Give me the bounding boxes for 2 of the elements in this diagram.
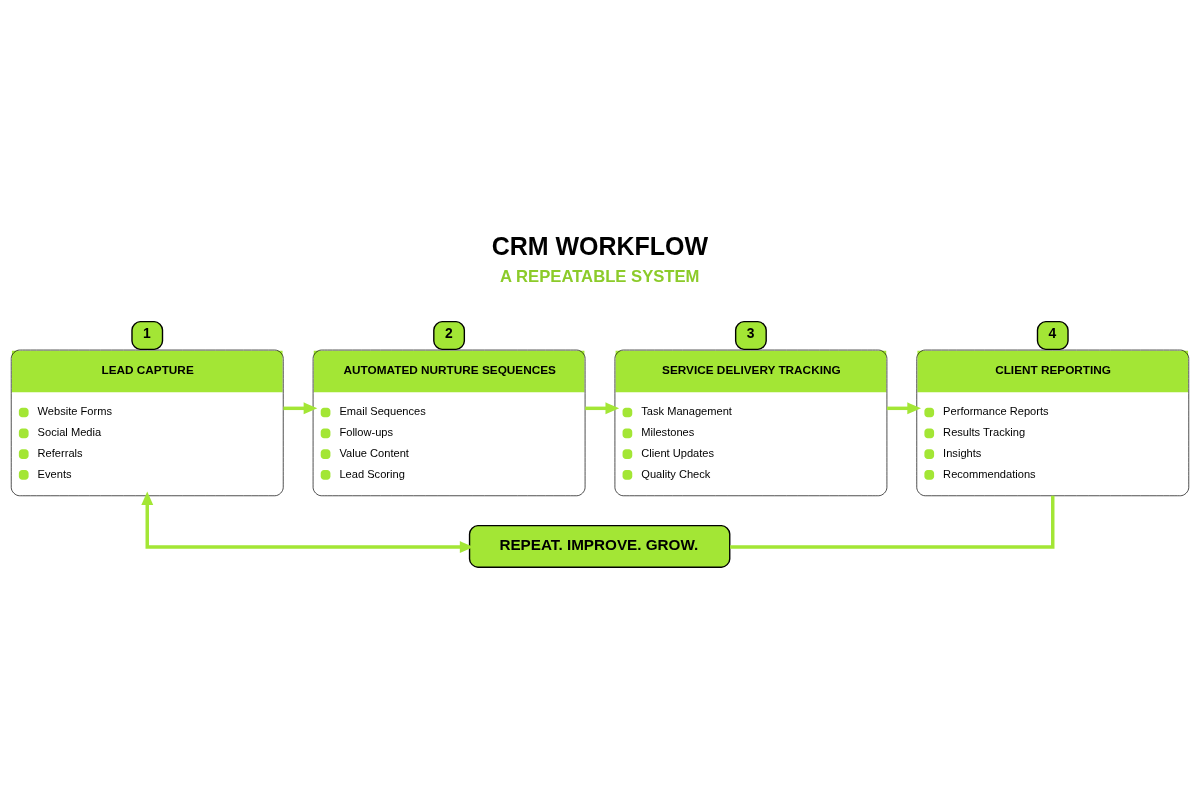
diagram-title: CRM WORKFLOW bbox=[491, 231, 709, 260]
label: A REPEATABLE SYSTEM bbox=[500, 267, 700, 287]
